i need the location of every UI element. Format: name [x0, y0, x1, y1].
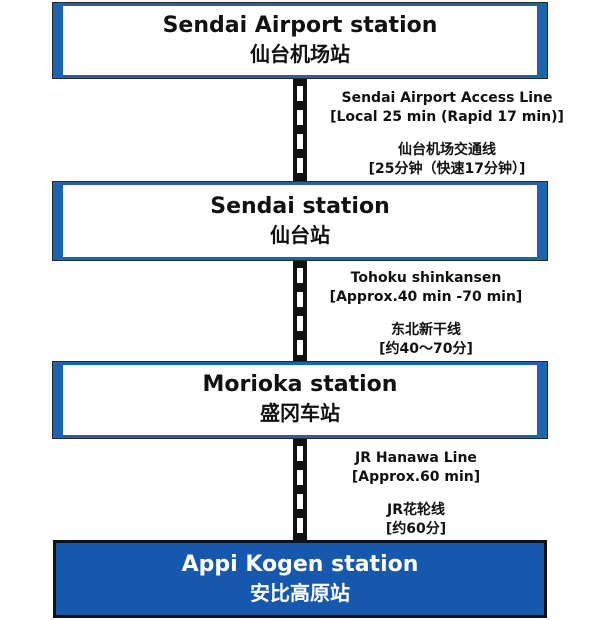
route-label-airport-access: Sendai Airport Access Line [Local 25 min… — [316, 89, 578, 179]
station-name-en: Morioka station — [202, 372, 398, 397]
rail-track-tie — [297, 340, 303, 355]
rail-track-tie — [297, 446, 303, 461]
rail-track-tie — [297, 518, 303, 533]
route-time-zh: [约40～70分] — [379, 341, 473, 357]
station-name-zh: 仙台站 — [270, 223, 330, 247]
route-line-en: JR Hanawa Line — [355, 450, 477, 466]
route-label-tohoku-shinkansen: Tohoku shinkansen [Approx.40 min -70 min… — [306, 269, 546, 359]
rail-track-segment-3 — [293, 438, 307, 542]
station-name-zh: 安比高原站 — [250, 581, 350, 605]
rail-track-tie — [297, 292, 303, 307]
route-line-zh: 东北新干线 — [391, 322, 461, 338]
rail-track-tie — [297, 134, 303, 149]
station-name-zh: 仙台机场站 — [250, 42, 350, 66]
station-name-en: Sendai station — [210, 194, 390, 219]
route-line-zh: 仙台机场交通线 — [398, 142, 496, 158]
route-time-en: [Local 25 min (Rapid 17 min)] — [330, 109, 564, 125]
station-name-en: Appi Kogen station — [181, 552, 419, 577]
rail-track-tie — [297, 158, 303, 173]
rail-track-segment-2 — [293, 260, 307, 364]
station-box-sendai-airport: Sendai Airport station 仙台机场站 — [52, 2, 548, 79]
route-line-zh: JR花轮线 — [387, 502, 445, 518]
rail-track-tie — [297, 316, 303, 331]
route-time-zh: [约60分] — [385, 521, 447, 537]
rail-track-tie — [297, 494, 303, 509]
route-line-en: Tohoku shinkansen — [350, 270, 502, 286]
route-time-en: [Approx.60 min] — [351, 469, 481, 485]
route-time-en: [Approx.40 min -70 min] — [329, 289, 523, 305]
route-label-hanawa-line: JR Hanawa Line [Approx.60 min] JR花轮线 [约6… — [296, 449, 536, 539]
route-time-zh: [25分钟（快速17分钟）] — [368, 161, 526, 177]
rail-track-tie — [297, 470, 303, 485]
rail-track-tie — [297, 268, 303, 283]
station-name-en: Sendai Airport station — [162, 13, 438, 38]
rail-track-segment-1 — [293, 78, 307, 182]
rail-track-tie — [297, 110, 303, 125]
station-box-appi-kogen: Appi Kogen station 安比高原站 — [53, 540, 547, 618]
route-line-en: Sendai Airport Access Line — [341, 90, 553, 106]
station-name-zh: 盛冈车站 — [260, 401, 340, 425]
rail-track-tie — [297, 86, 303, 101]
station-box-morioka: Morioka station 盛冈车站 — [52, 361, 548, 439]
station-box-sendai: Sendai station 仙台站 — [52, 181, 548, 261]
